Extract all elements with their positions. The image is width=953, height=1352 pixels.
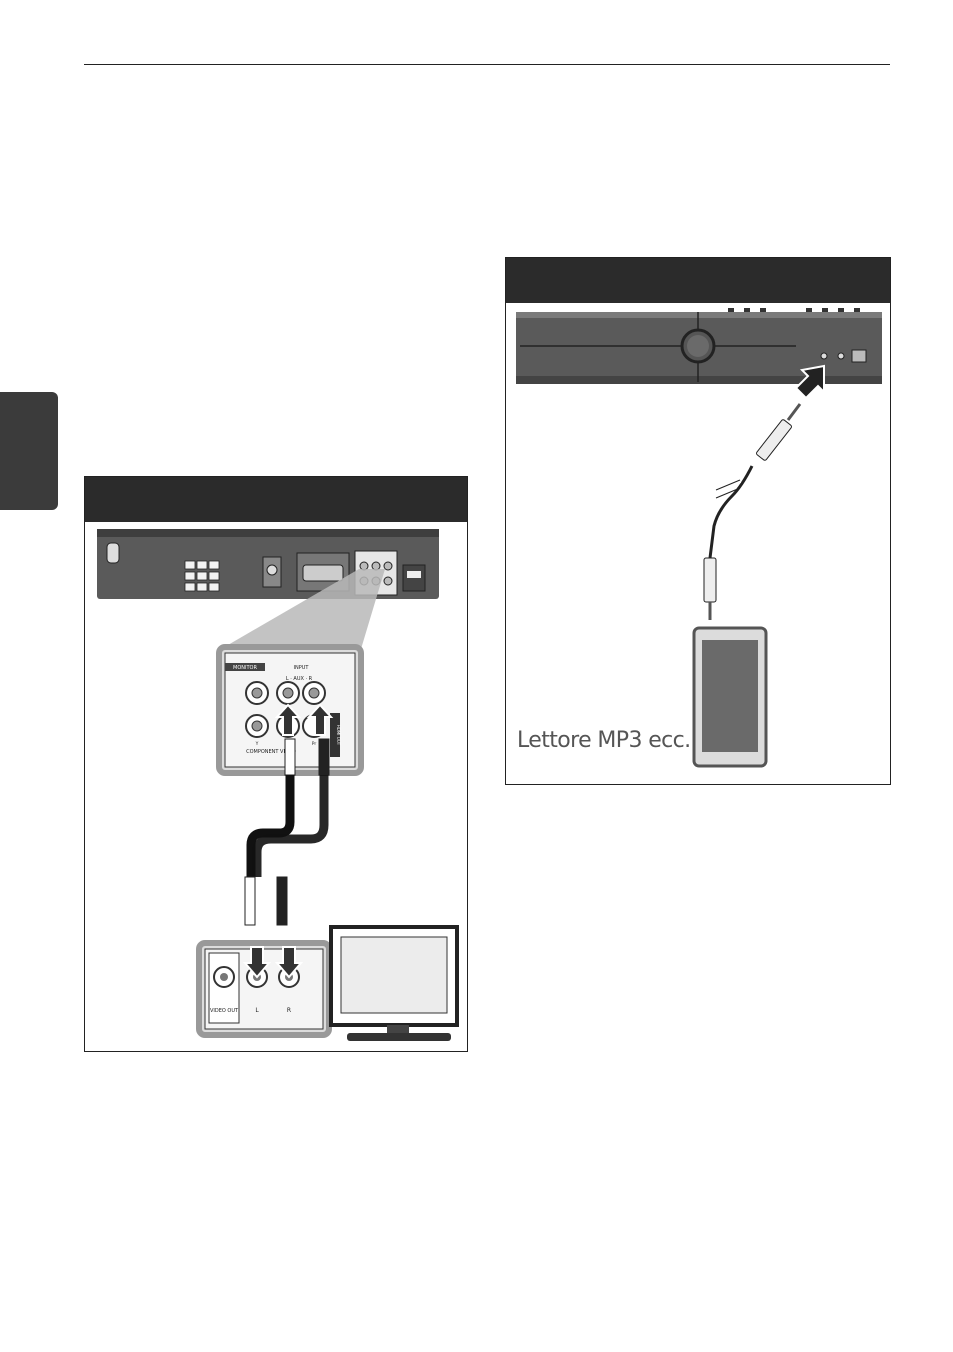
- tv-right-label: R: [287, 1007, 291, 1014]
- input-label: INPUT: [294, 665, 310, 671]
- aux-connection-figure: MONITOR INPUT L · AUX · R Y Pb Pr COMPON…: [84, 476, 468, 1052]
- mp3-player-icon: [694, 628, 766, 766]
- video-out-label: VIDEO OUT: [210, 1008, 239, 1014]
- portable-cable: [704, 404, 800, 620]
- chapter-tab: [0, 392, 58, 510]
- aux-connection-illustration: MONITOR INPUT L · AUX · R Y Pb Pr COMPON…: [85, 477, 468, 1052]
- y-label: Y: [255, 741, 259, 747]
- tv-jack-callout: VIDEO OUT L R: [199, 943, 335, 1035]
- pr-label: Pr: [312, 741, 317, 747]
- portable-connection-illustration: [506, 258, 891, 785]
- unit-rear-panel: [97, 529, 439, 599]
- aux-label: L · AUX · R: [286, 676, 313, 682]
- unit-front-panel: [516, 308, 882, 384]
- tv-icon: [331, 927, 457, 1041]
- portable-connection-figure: Lettore MP3 ecc..: [505, 257, 891, 785]
- hdmi-out-label: HDMI OUT: [336, 725, 341, 746]
- monitor-label: MONITOR: [233, 665, 257, 671]
- portable-device-caption: Lettore MP3 ecc..: [517, 728, 697, 753]
- top-rule: [84, 64, 890, 65]
